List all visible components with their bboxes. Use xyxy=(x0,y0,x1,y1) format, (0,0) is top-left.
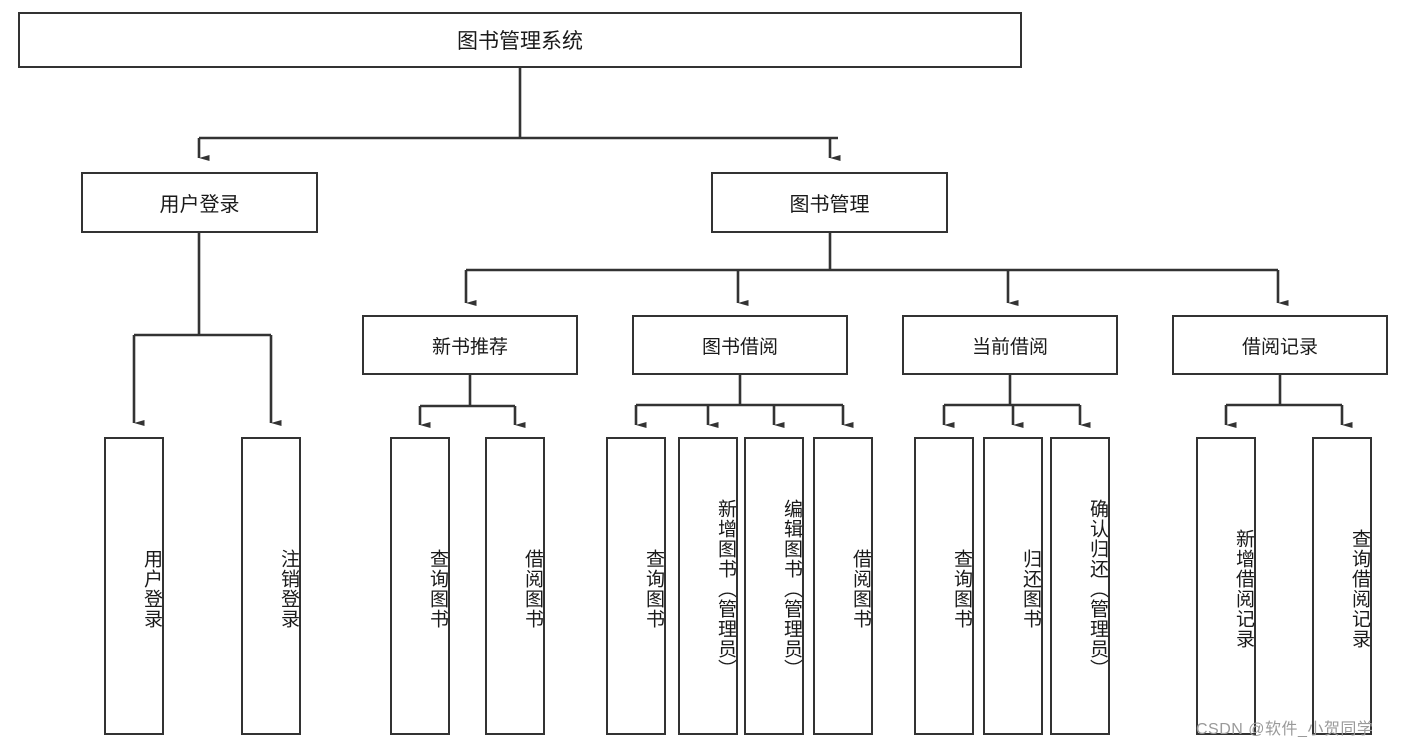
leaf-return-book[interactable]: 归还图书 xyxy=(983,437,1043,735)
leaf-logout[interactable]: 注销登录 xyxy=(241,437,301,735)
node-user-login[interactable]: 用户登录 xyxy=(81,172,318,233)
leaf-add-borrow-record[interactable]: 新增借阅记录 xyxy=(1196,437,1256,735)
leaf-borrow-book-recommend[interactable]: 借阅图书 xyxy=(485,437,545,735)
leaf-query-book-borrow[interactable]: 查询图书 xyxy=(606,437,666,735)
leaf-query-book-current[interactable]: 查询图书 xyxy=(914,437,974,735)
node-current-borrow[interactable]: 当前借阅 xyxy=(902,315,1118,375)
csdn-watermark: CSDN @软件_小贺同学 xyxy=(1196,721,1374,738)
node-root-system[interactable]: 图书管理系统 xyxy=(18,12,1022,68)
node-book-management[interactable]: 图书管理 xyxy=(711,172,948,233)
leaf-user-login[interactable]: 用户登录 xyxy=(104,437,164,735)
leaf-borrow-book[interactable]: 借阅图书 xyxy=(813,437,873,735)
node-book-borrow[interactable]: 图书借阅 xyxy=(632,315,848,375)
leaf-query-borrow-record[interactable]: 查询借阅记录 xyxy=(1312,437,1372,735)
leaf-add-book-admin[interactable]: 新增图书（管理员） xyxy=(678,437,738,735)
leaf-confirm-return-admin[interactable]: 确认归还（管理员） xyxy=(1050,437,1110,735)
leaf-edit-book-admin[interactable]: 编辑图书（管理员） xyxy=(744,437,804,735)
node-borrow-record[interactable]: 借阅记录 xyxy=(1172,315,1388,375)
leaf-query-book-recommend[interactable]: 查询图书 xyxy=(390,437,450,735)
node-new-book-recommend[interactable]: 新书推荐 xyxy=(362,315,578,375)
